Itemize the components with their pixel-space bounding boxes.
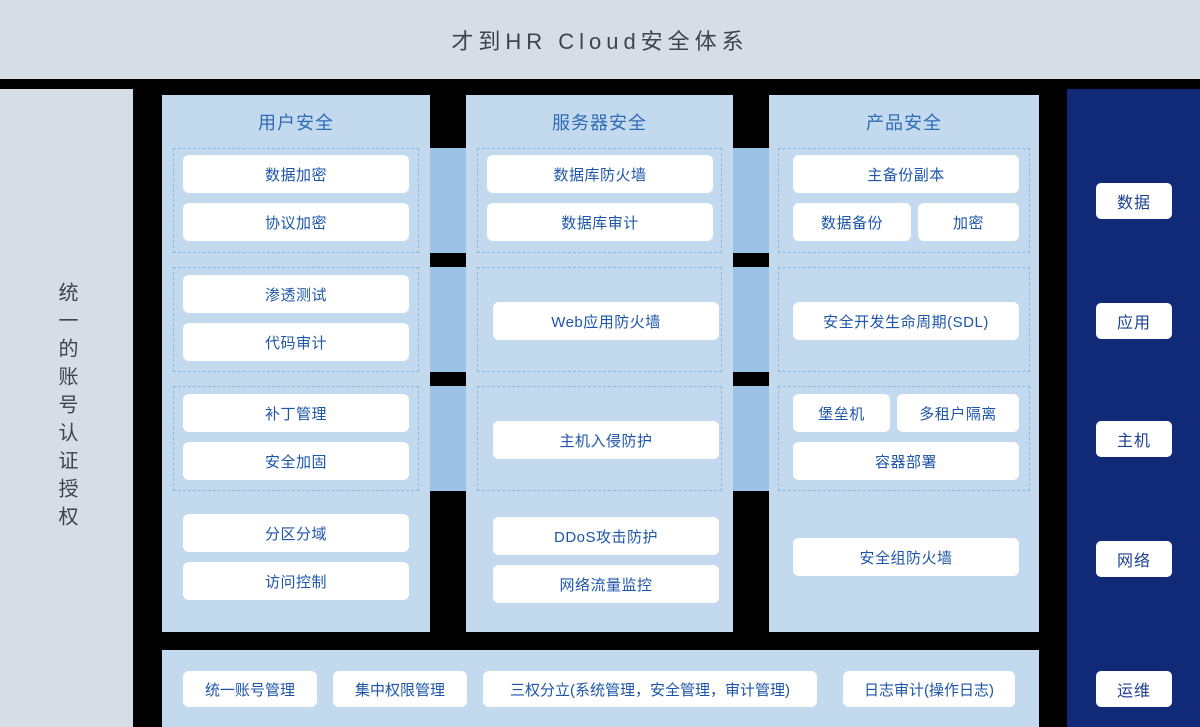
security-item-chip[interactable]: 分区分域 bbox=[183, 514, 409, 552]
security-item-chip[interactable]: 数据库防火墙 bbox=[487, 155, 713, 193]
security-item-chip[interactable]: 数据库审计 bbox=[487, 203, 713, 241]
layer-chip[interactable]: 运维 bbox=[1096, 671, 1172, 707]
security-item-chip[interactable]: 访问控制 bbox=[183, 562, 409, 600]
bridge-col1-col2-row2 bbox=[430, 267, 466, 372]
column-product-security: 产品安全 主备份副本数据备份加密安全开发生命周期(SDL) 堡垒机多租户隔离容器部… bbox=[769, 95, 1039, 632]
security-item-chip[interactable]: DDoS攻击防护 bbox=[493, 517, 719, 555]
dashed-group-1 bbox=[477, 148, 722, 253]
security-item-chip[interactable]: 代码审计 bbox=[183, 323, 409, 361]
bottom-panel: 统一账号管理集中权限管理三权分立(系统管理，安全管理，审计管理) 日志审计(操作日… bbox=[162, 650, 1039, 727]
layer-chip[interactable]: 网络 bbox=[1096, 541, 1172, 577]
security-item-chip[interactable]: 容器部署 bbox=[793, 442, 1019, 480]
left-rail-label: 统一的账号认证授权 bbox=[55, 282, 77, 534]
security-item-chip[interactable]: 数据加密 bbox=[183, 155, 409, 193]
bridge-col2-col3-row1 bbox=[733, 148, 769, 253]
security-item-chip[interactable]: 主备份副本 bbox=[793, 155, 1019, 193]
dashed-group-2 bbox=[778, 267, 1030, 372]
left-rail: 统一的账号认证授权 bbox=[0, 89, 133, 727]
security-item-chip[interactable]: 数据备份 bbox=[793, 203, 911, 241]
dashed-group-1 bbox=[173, 148, 419, 253]
column-user-security: 用户安全 数据加密协议加密渗透测试代码审计补丁管理安全加固分区分域访问控制 bbox=[162, 95, 430, 632]
dashed-group-3 bbox=[477, 386, 722, 491]
column-title: 服务器安全 bbox=[552, 112, 647, 133]
bottom-item-chip[interactable]: 统一账号管理 bbox=[183, 671, 317, 707]
security-item-chip[interactable]: 协议加密 bbox=[183, 203, 409, 241]
bridge-col1-col2-row1 bbox=[430, 148, 466, 253]
security-item-chip[interactable]: 安全加固 bbox=[183, 442, 409, 480]
page-title: 才到HR Cloud安全体系 bbox=[451, 28, 749, 54]
layer-chip[interactable]: 主机 bbox=[1096, 421, 1172, 457]
column-title: 产品安全 bbox=[866, 112, 942, 133]
column-title: 用户安全 bbox=[258, 112, 334, 133]
layer-chip[interactable]: 数据 bbox=[1096, 183, 1172, 219]
dashed-group-1 bbox=[778, 148, 1030, 253]
header-bar: 才到HR Cloud安全体系 bbox=[0, 0, 1200, 79]
security-item-chip[interactable]: 渗透测试 bbox=[183, 275, 409, 313]
column-server-security: 服务器安全 数据库防火墙数据库审计 Web应用防火墙主机入侵防护 DDoS攻击防护网… bbox=[466, 95, 733, 632]
security-item-chip[interactable]: 堡垒机 bbox=[793, 394, 890, 432]
bottom-item-chip[interactable]: 三权分立(系统管理，安全管理，审计管理) bbox=[483, 671, 817, 707]
right-rail: 数据应用主机网络运维 bbox=[1067, 89, 1200, 727]
bottom-item-chip[interactable]: 日志审计(操作日志) bbox=[843, 671, 1015, 707]
dashed-group-3 bbox=[173, 386, 419, 491]
security-item-chip[interactable]: 安全开发生命周期(SDL) bbox=[793, 302, 1019, 340]
bridge-col1-col2-row3 bbox=[430, 386, 466, 491]
bridge-col2-col3-row2 bbox=[733, 267, 769, 372]
security-item-chip[interactable]: 补丁管理 bbox=[183, 394, 409, 432]
dashed-group-2 bbox=[173, 267, 419, 372]
security-item-chip[interactable]: 多租户隔离 bbox=[897, 394, 1019, 432]
bridge-col2-col3-row3 bbox=[733, 386, 769, 491]
security-item-chip[interactable]: 加密 bbox=[918, 203, 1019, 241]
security-item-chip[interactable]: Web应用防火墙 bbox=[493, 302, 719, 340]
dashed-group-2 bbox=[477, 267, 722, 372]
dashed-group-3 bbox=[778, 386, 1030, 491]
security-item-chip[interactable]: 主机入侵防护 bbox=[493, 421, 719, 459]
security-item-chip[interactable]: 网络流量监控 bbox=[493, 565, 719, 603]
bottom-item-chip[interactable]: 集中权限管理 bbox=[333, 671, 467, 707]
layer-chip[interactable]: 应用 bbox=[1096, 303, 1172, 339]
security-item-chip[interactable]: 安全组防火墙 bbox=[793, 538, 1019, 576]
